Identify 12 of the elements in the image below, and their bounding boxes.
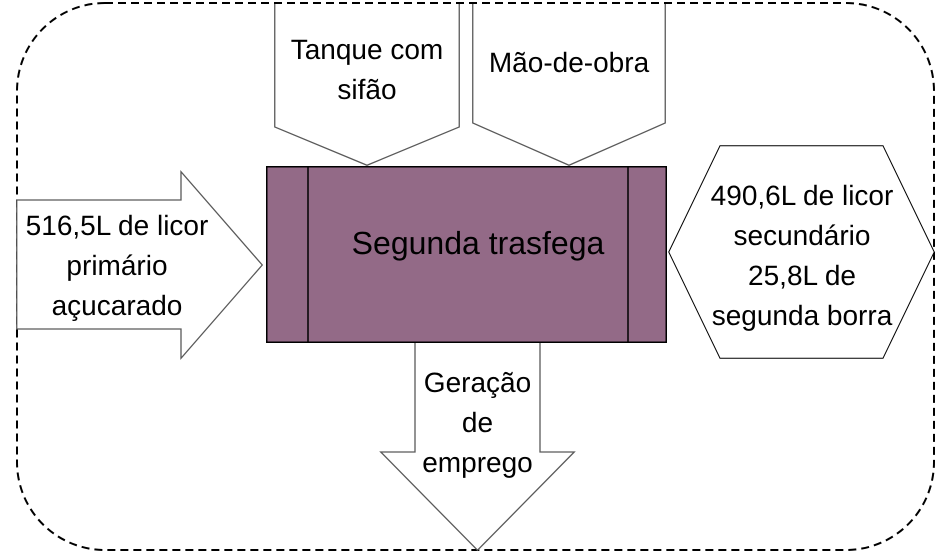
block-arrow [380, 343, 575, 551]
arrow-label: 516,5L de licor primário açucarado [24, 209, 210, 323]
hexagon-label: 25,8L de segunda borra [710, 259, 894, 333]
pentagon-label: Tanque com sifão [290, 33, 444, 107]
process-label: Segunda trasfega [352, 224, 604, 263]
output-hexagon [668, 145, 935, 359]
dashed-frame [16, 2, 935, 551]
hexagon-label: 490,6L de licor secundário [710, 179, 894, 253]
process-box [266, 166, 667, 343]
pentagon-label: Mão-de-obra [488, 46, 650, 80]
arrow-label: Geração de emprego [421, 366, 534, 480]
block-arrow [16, 171, 263, 359]
